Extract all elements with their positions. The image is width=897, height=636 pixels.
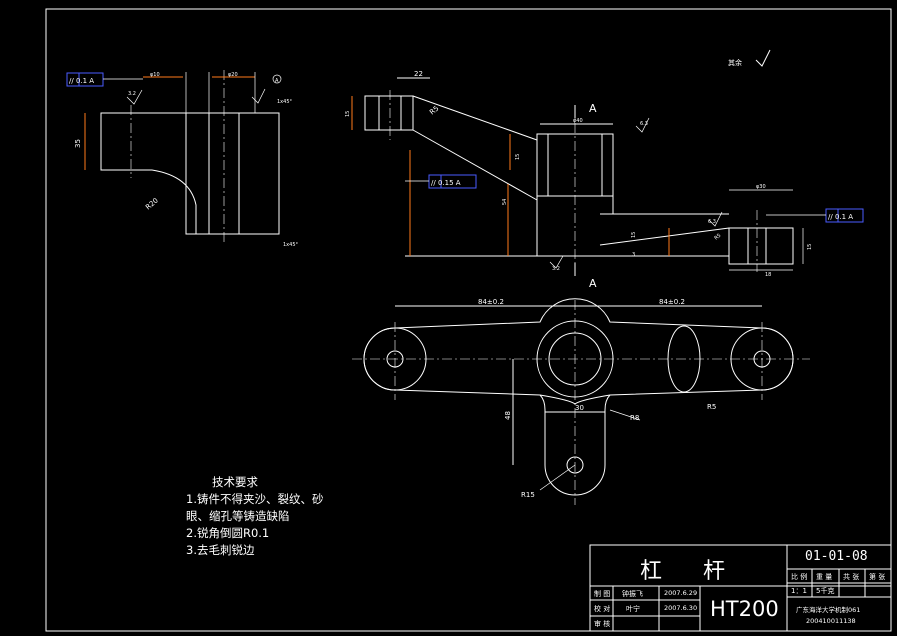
section-label-top: A <box>589 102 597 115</box>
chamfer-bottom: 1x45° <box>283 242 299 248</box>
dim-22: 22 <box>414 70 423 78</box>
roughness-symbol <box>126 89 143 105</box>
dim-r5b: R5 <box>713 233 722 242</box>
tech-requirements-title: 技术要求 <box>212 475 258 489</box>
svg-text:// 0.1 A: // 0.1 A <box>828 213 853 221</box>
section-label-bottom: A <box>589 277 597 290</box>
tech-line-3: 2.锐角倒圆R0.1 <box>186 526 270 540</box>
dim-30: 30 <box>575 404 584 412</box>
svg-text:15: 15 <box>807 244 813 250</box>
arm-section-hatch <box>667 325 701 393</box>
dim-35: 35 <box>74 139 82 148</box>
dim-d30: φ30 <box>756 184 766 190</box>
right-eye <box>730 327 794 391</box>
row-draw-date: 2007.6.29 <box>664 589 698 597</box>
header-cell-3: 共 张 <box>843 573 860 581</box>
title-block <box>589 544 892 632</box>
row-check-date: 2007.6.30 <box>664 604 698 612</box>
dim-18: 18 <box>765 272 771 278</box>
dim-r20: R20 <box>144 197 160 212</box>
row-review-label: 审 核 <box>594 620 611 628</box>
svg-text:R5: R5 <box>707 403 716 411</box>
dim-54: 54 <box>502 199 508 205</box>
svg-text:6.3: 6.3 <box>708 219 716 225</box>
surface-roughness-note: 其余 <box>728 49 771 67</box>
tech-line-4: 3.去毛刺锐边 <box>186 543 255 557</box>
svg-text:A: A <box>275 78 279 84</box>
scale-value: 1：1 <box>791 587 807 595</box>
header-cell-4: 第 张 <box>869 573 886 581</box>
row-draw-label: 制 图 <box>594 590 611 598</box>
tech-line-1: 1.铸件不得夹沙、裂纹、砂 <box>186 492 324 506</box>
dim-d40: φ40 <box>573 118 583 124</box>
student-number: 200410011138 <box>806 617 856 625</box>
dim-d20: φ20 <box>228 72 238 78</box>
drawing-number: 01-01-08 <box>805 549 868 564</box>
plan-view: 84±0.2 84±0.2 30 48 R8 R5 R15 <box>352 298 810 505</box>
lever-outline <box>363 298 794 405</box>
dim-84-right: 84±0.2 <box>659 298 685 306</box>
svg-text:6.3: 6.3 <box>640 121 648 127</box>
svg-text:// 0.15 A: // 0.15 A <box>431 179 461 187</box>
chamfer-top: 1x45° <box>277 99 293 105</box>
header-cell-2: 重 量 <box>816 573 833 581</box>
svg-text:3.2: 3.2 <box>128 91 136 97</box>
svg-text:其余: 其余 <box>728 58 742 67</box>
dim-d10: φ10 <box>150 72 160 78</box>
tolerance-frame-2: // 0.15 A <box>405 174 477 189</box>
tech-line-2: 眼、缩孔等铸造缺陷 <box>186 509 290 523</box>
tolerance-frame-1: // 0.1 A <box>66 72 143 87</box>
svg-text:15: 15 <box>631 232 637 238</box>
datum-circle <box>272 74 282 84</box>
dim-r15: R15 <box>521 491 535 499</box>
row-check-label: 校 对 <box>594 605 611 613</box>
tech-requirements: 技术要求 1.铸件不得夹沙、裂纹、砂 眼、缩孔等铸造缺陷 2.锐角倒圆R0.1 … <box>186 474 356 559</box>
svg-text:15: 15 <box>515 154 521 160</box>
left-eye <box>363 327 427 391</box>
row-check-name: 叶宁 <box>626 605 640 613</box>
weight-value: 5千克 <box>816 587 835 595</box>
svg-text:3.2: 3.2 <box>552 266 560 272</box>
left-hatched-region <box>100 112 197 235</box>
dim-r5a: R5 <box>428 104 440 116</box>
school-name: 广东海洋大学机制061 <box>796 606 861 614</box>
drawing-border <box>45 8 892 632</box>
material: HT200 <box>710 597 779 621</box>
right-boss-section <box>728 227 794 265</box>
vertical-arm <box>544 410 606 496</box>
left-section-view: 35 φ10 φ20 A R20 1x45° 1x45° 3.2 <box>74 70 299 248</box>
part-name-1: 杠 <box>640 559 663 584</box>
header-cell-1: 比 例 <box>791 573 808 581</box>
tolerance-frame-3: // 0.1 A <box>766 208 864 223</box>
left-boss-section <box>364 95 414 131</box>
dim-84-left: 84±0.2 <box>478 298 504 306</box>
dim-48: 48 <box>504 411 512 420</box>
front-view: A A 22 15 R5 φ40 15 54 φ30 R5 18 15 15 3… <box>345 70 813 290</box>
right-hatched-region <box>238 112 280 235</box>
dim-3: 3 <box>632 252 635 258</box>
svg-text:15: 15 <box>345 111 351 117</box>
svg-text:// 0.1 A: // 0.1 A <box>69 77 94 85</box>
part-name-2: 杆 <box>703 559 726 584</box>
center-bore <box>548 332 602 386</box>
row-draw-name: 钟振飞 <box>622 590 643 598</box>
